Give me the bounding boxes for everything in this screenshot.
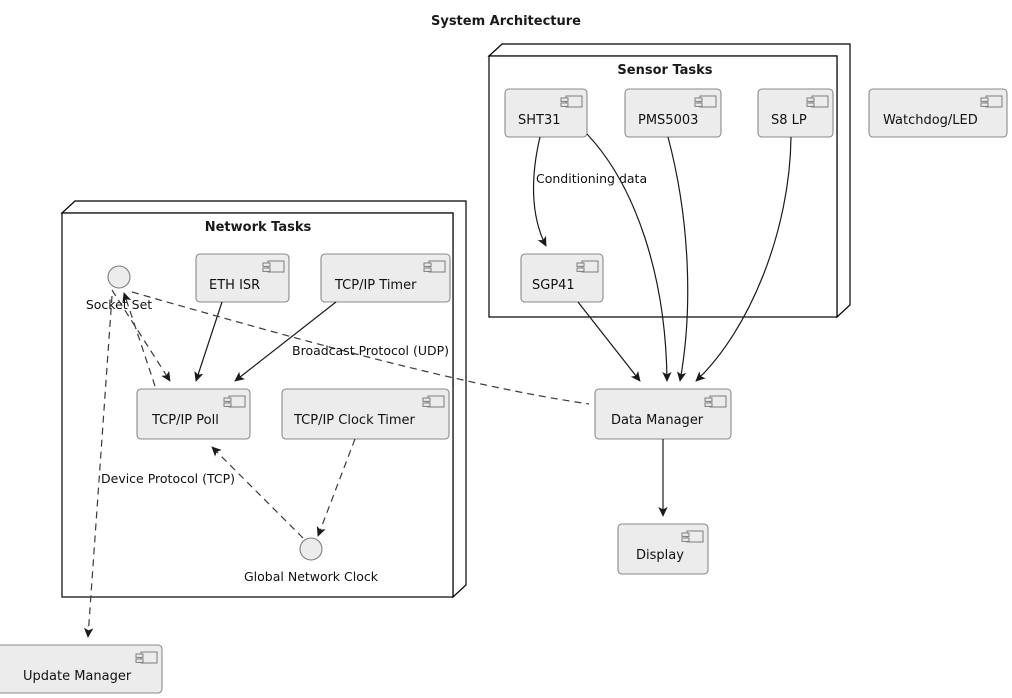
component-icon xyxy=(423,260,446,273)
edge-eth-isr-to-tcpip-poll xyxy=(194,301,223,382)
edge-sgp41-to-data-manager xyxy=(577,301,641,382)
interface-socket-set[interactable]: Socket Set xyxy=(86,265,152,312)
package-title-sensor-tasks: Sensor Tasks xyxy=(617,63,712,78)
component-eth-isr[interactable]: ETH ISR xyxy=(195,253,290,303)
edge-label-conditioning-data: Conditioning data xyxy=(536,171,647,186)
interface-label: Global Network Clock xyxy=(244,569,379,584)
component-label: ETH ISR xyxy=(209,278,260,293)
edge-sht31-to-sgp41 xyxy=(532,136,547,247)
edge-tcpip-poll-to-socket-set xyxy=(122,292,156,387)
component-icon xyxy=(560,95,583,108)
component-s8-lp[interactable]: S8 LP xyxy=(757,88,834,138)
component-icon xyxy=(422,395,445,408)
edge-tcpip-timer-to-tcpip-poll xyxy=(234,301,337,382)
component-watchdog-led[interactable]: Watchdog/LED xyxy=(868,88,1008,138)
component-sht31[interactable]: SHT31 xyxy=(504,88,588,138)
component-display[interactable]: Display xyxy=(617,523,709,575)
component-label: Watchdog/LED xyxy=(883,113,978,128)
edge-label-broadcast-protocol-udp: Broadcast Protocol (UDP) xyxy=(292,343,449,358)
edge-socket-set-to-tcpip-poll xyxy=(111,289,171,382)
edge-global-clock-to-tcpip-poll xyxy=(211,446,304,539)
component-icon xyxy=(681,530,704,543)
component-label: PMS5003 xyxy=(638,113,698,128)
edge-label-device-protocol-tcp: Device Protocol (TCP) xyxy=(101,471,235,486)
component-label: TCP/IP Clock Timer xyxy=(293,413,416,428)
component-update-manager[interactable]: Update Manager xyxy=(0,644,163,694)
edge-socket-set-to-update-manager xyxy=(83,295,113,638)
package-network-tasks: Network Tasks ETH ISR TCP/IP Timer xyxy=(60,200,467,599)
component-tcpip-poll[interactable]: TCP/IP Poll xyxy=(136,388,251,440)
component-label: SGP41 xyxy=(532,278,575,293)
edge-sht31-to-data-manager xyxy=(586,133,672,382)
interface-global-network-clock[interactable]: Global Network Clock xyxy=(244,537,379,584)
component-label: TCP/IP Timer xyxy=(334,278,417,293)
component-icon xyxy=(135,651,158,664)
component-icon xyxy=(576,260,599,273)
component-icon xyxy=(980,95,1003,108)
component-icon xyxy=(223,395,246,408)
component-tcpip-clock-timer[interactable]: TCP/IP Clock Timer xyxy=(281,388,450,440)
edge-pms5003-to-data-manager xyxy=(667,136,689,382)
component-label: Display xyxy=(636,548,684,563)
component-icon xyxy=(704,395,727,408)
component-data-manager[interactable]: Data Manager xyxy=(594,388,732,440)
component-icon xyxy=(806,95,829,108)
component-label: SHT31 xyxy=(518,113,561,128)
component-icon xyxy=(694,95,717,108)
page-title: System Architecture xyxy=(431,14,581,29)
interface-label: Socket Set xyxy=(86,297,152,312)
component-label: S8 LP xyxy=(771,113,807,128)
edge-broadcast-protocol-udp xyxy=(131,291,590,405)
component-label: Data Manager xyxy=(611,413,704,428)
edge-s8lp-to-data-manager xyxy=(695,136,792,382)
component-icon xyxy=(262,260,285,273)
component-label: TCP/IP Poll xyxy=(151,413,219,428)
edge-tcpip-clock-timer-to-global-clock xyxy=(316,438,356,537)
component-tcpip-timer[interactable]: TCP/IP Timer xyxy=(320,253,451,303)
component-sgp41[interactable]: SGP41 xyxy=(520,253,604,303)
component-pms5003[interactable]: PMS5003 xyxy=(624,88,722,138)
component-label: Update Manager xyxy=(23,669,132,684)
package-title-network-tasks: Network Tasks xyxy=(205,220,312,235)
